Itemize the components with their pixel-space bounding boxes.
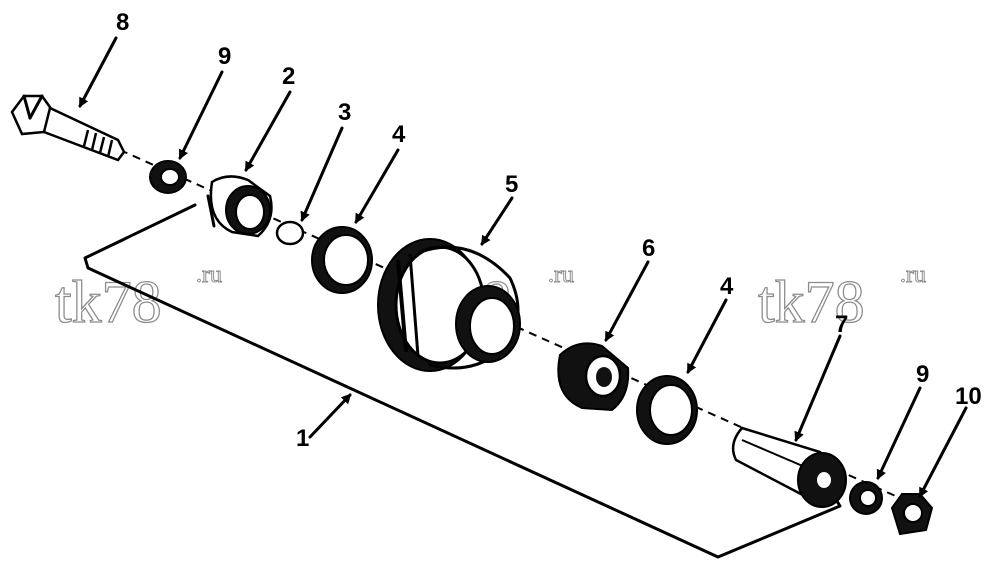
nut-part-10 [890, 493, 934, 536]
callout-10: 10 [955, 383, 982, 410]
shaft-part-7 [731, 426, 847, 508]
callout-5: 5 [505, 171, 518, 198]
callout-4-left: 4 [392, 121, 406, 148]
leader-arrows [78, 36, 968, 498]
watermark-left: tk78 .ru [54, 262, 222, 336]
spacer-part-6 [557, 342, 630, 412]
washer-part-9-right [849, 481, 883, 515]
svg-text:tk78: tk78 [55, 269, 162, 335]
callout-8: 8 [116, 9, 129, 36]
callout-1: 1 [296, 425, 309, 452]
callout-7: 7 [835, 311, 848, 338]
callout-9-left: 9 [218, 43, 231, 70]
washer-part-9-left [149, 160, 187, 194]
o-ring-part-3 [275, 220, 305, 246]
callout-4-right: 4 [720, 273, 734, 300]
callout-9-right: 9 [916, 361, 929, 388]
callout-6: 6 [642, 235, 655, 262]
bolt-part [10, 94, 126, 162]
seal-part-4-right [636, 375, 698, 445]
svg-text:.ru: .ru [900, 262, 926, 288]
bushing-part-2 [206, 175, 273, 238]
watermark-right: tk78 .ru [757, 262, 926, 336]
svg-text:.ru: .ru [548, 262, 574, 288]
svg-text:.ru: .ru [196, 262, 222, 288]
callout-3: 3 [338, 99, 351, 126]
callout-2: 2 [282, 63, 295, 90]
roller-part-5 [377, 238, 521, 372]
seal-part-4-left [311, 226, 373, 294]
svg-text:tk78: tk78 [758, 269, 865, 335]
assembly-bracket [83, 203, 842, 559]
